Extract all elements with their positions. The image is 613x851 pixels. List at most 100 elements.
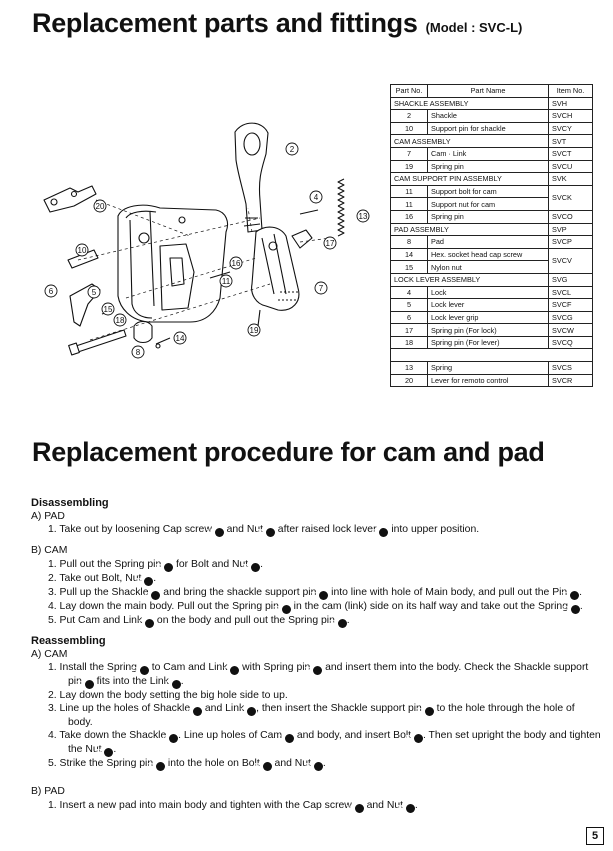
remote-lever-part <box>43 185 97 213</box>
exploded-parts-diagram: 2 4 13 17 10 16 11 5 6 18 15 7 19 20 8 1… <box>43 122 370 359</box>
svg-text:14: 14 <box>176 334 185 343</box>
procedure-step: 1. Insert a new pad into main body and t… <box>48 799 418 813</box>
part-name-cell: Support nut for cam <box>427 197 549 211</box>
part-number-badge: 11 <box>136 576 154 586</box>
item-no-cell: SVCT <box>548 146 593 161</box>
part-no-cell: 7 <box>390 146 428 161</box>
callout-13: 13 <box>356 209 370 223</box>
part-number-badge: 13 <box>562 604 580 614</box>
part-name-cell: Lock <box>427 285 549 300</box>
svg-text:11: 11 <box>222 277 231 286</box>
item-no-cell: SVCH <box>548 109 593 123</box>
callout-10: 10 <box>75 243 89 257</box>
part-name-cell: Lock lever grip <box>427 310 549 325</box>
part-number-badge: 10 <box>416 707 434 717</box>
part-number-badge: 16 <box>147 762 166 772</box>
item-no-cell: SVCW <box>548 323 593 337</box>
svg-text:2: 2 <box>290 145 295 154</box>
callout-5: 5 <box>87 285 101 299</box>
re-cam-steps: 1. Install the Spring 13 to Cam and Link… <box>31 661 601 772</box>
callout-11: 11 <box>219 274 233 288</box>
part-no-cell: 2 <box>390 109 428 123</box>
procedure-step: 3. Line up the holes of Shackle 2 and Li… <box>48 703 575 729</box>
svg-text:19: 19 <box>250 326 259 335</box>
item-no-cell: SVCS <box>548 361 593 375</box>
part-no-cell: 8 <box>390 235 428 249</box>
callout-19: 19 <box>247 323 261 337</box>
item-no-cell: SVH <box>548 96 593 111</box>
svg-text:15: 15 <box>104 305 113 314</box>
item-no-cell: SVCR <box>548 373 593 388</box>
part-number-badge: 11 <box>243 562 261 572</box>
part-name-cell: Spring pin <box>427 159 549 174</box>
part-name-cell: Shackle <box>427 109 549 123</box>
svg-text:7: 7 <box>319 284 324 293</box>
page-number: 5 <box>586 827 604 845</box>
part-number-badge: 11 <box>406 734 423 744</box>
assembly-name-cell: CAM ASSEMBLY <box>390 134 549 148</box>
table-header-cell: Item No. <box>548 84 593 98</box>
dis-pad-heading: A) PAD <box>31 511 65 523</box>
item-no-cell: SVCY <box>548 121 593 136</box>
pad-part <box>133 320 153 344</box>
part-number-badge: 5 <box>372 528 389 538</box>
procedure-step: 3. Pull up the Shackle 2 and bring the s… <box>48 586 582 600</box>
re-pad-steps: 1. Insert a new pad into main body and t… <box>31 799 601 813</box>
part-no-cell: 13 <box>390 361 428 375</box>
callout-20: 20 <box>93 199 107 213</box>
part-no-cell: 11 <box>390 197 428 211</box>
part-name-cell: Hex. socket head cap screw <box>427 247 549 262</box>
part-number-badge: 2 <box>162 734 179 744</box>
shackle-part <box>234 122 269 233</box>
item-no-cell: SVCF <box>548 298 593 312</box>
item-no-cell: SVCV <box>548 247 593 274</box>
page-title: Replacement parts and fittings(Model : S… <box>32 8 522 39</box>
procedure-step: 4. Take down the Shackle 2. Line up hole… <box>48 730 601 758</box>
part-name-cell: Nylon nut <box>427 260 549 274</box>
item-no-cell: SVCQ <box>548 335 593 350</box>
part-name-cell: Support pin for shackle <box>427 121 549 136</box>
part-number-badge: 7 <box>223 666 240 676</box>
procedure-title: Replacement procedure for cam and pad <box>32 437 545 467</box>
callout-18: 18 <box>113 313 127 327</box>
part-number-badge: 7 <box>165 680 181 690</box>
part-number-badge: 2 <box>144 590 161 600</box>
part-number-badge: 11 <box>96 748 114 758</box>
part-number-badge: 14 <box>206 528 224 538</box>
part-name-cell: Support bolt for cam <box>427 184 549 199</box>
part-number-badge: 11 <box>305 762 323 772</box>
item-no-cell: SVCP <box>548 235 593 249</box>
part-name-cell: Spring pin <box>427 209 549 224</box>
dis-pad-steps: 1. Take out by loosening Cap screw 14 an… <box>31 523 601 538</box>
part-no-cell: 10 <box>390 121 428 136</box>
dis-cam-steps: 1. Pull out the Spring pin 16 for Bolt a… <box>31 558 601 628</box>
procedure-step: 2. Take out Bolt, Nut 11. <box>48 572 157 586</box>
part-number-badge: 7 <box>240 707 257 717</box>
item-no-cell: SVG <box>548 272 593 287</box>
part-no-cell: 14 <box>390 247 428 262</box>
procedure-section: Disassembling A) PAD 1. Take out by loos… <box>31 497 601 813</box>
callout-2: 2 <box>285 142 299 156</box>
blank-cell <box>390 348 593 363</box>
callout-17: 17 <box>323 236 337 250</box>
part-name-cell: Spring pin (For lever) <box>427 335 549 350</box>
table-header-cell: Part Name <box>427 84 549 98</box>
item-no-cell: SVCU <box>548 159 593 174</box>
procedure-step: 4. Lay down the main body. Pull out the … <box>48 600 583 614</box>
part-no-cell: 18 <box>390 335 428 350</box>
assembly-name-cell: SHACKLE ASSEMBLY <box>390 96 549 111</box>
part-number-badge: 11 <box>254 762 272 772</box>
part-no-cell: 4 <box>390 285 428 300</box>
svg-text:17: 17 <box>326 239 335 248</box>
